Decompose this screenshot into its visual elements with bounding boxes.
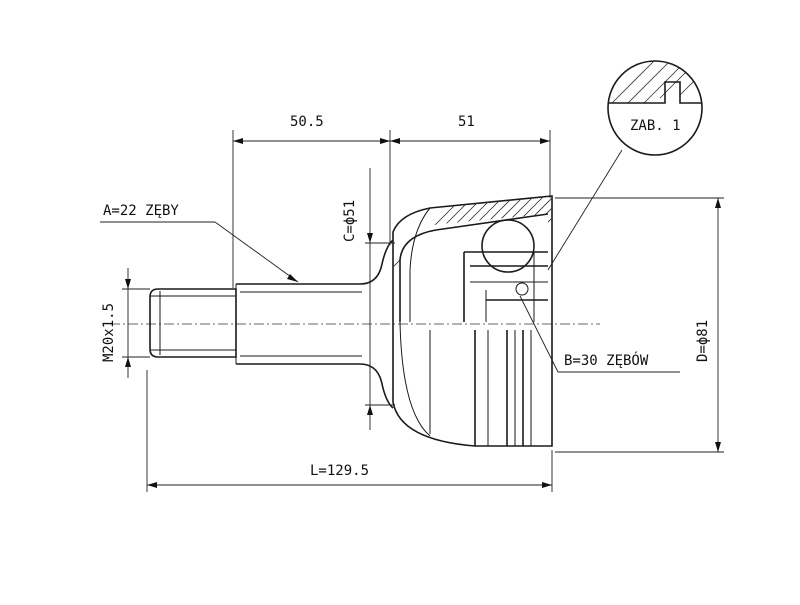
detail-label: ZAB. 1 [630, 118, 681, 134]
dim-length-left: 50.5 [290, 114, 324, 130]
leader-detail [547, 149, 623, 271]
leader-teeth-b [519, 295, 559, 373]
threaded-stub [149, 288, 237, 358]
callout-teeth-b: B=30 ZĘBÓW [564, 351, 649, 369]
dim-total-length: L=129.5 [310, 463, 369, 479]
dim-thread: M20x1.5 [101, 303, 117, 362]
callout-teeth-a: A=22 ZĘBY [103, 203, 179, 219]
joint-housing [392, 195, 553, 447]
small-ball [515, 282, 529, 296]
joint-ball [481, 219, 535, 273]
dim-length-right: 51 [458, 114, 475, 130]
detail-circle: ZAB. 1 [607, 60, 703, 156]
splined-shaft [235, 239, 394, 409]
dimension-lines [100, 130, 724, 492]
dim-shaft-diameter: C=ϕ51 [342, 200, 358, 242]
dim-outer-diameter: D=ϕ81 [695, 320, 711, 362]
